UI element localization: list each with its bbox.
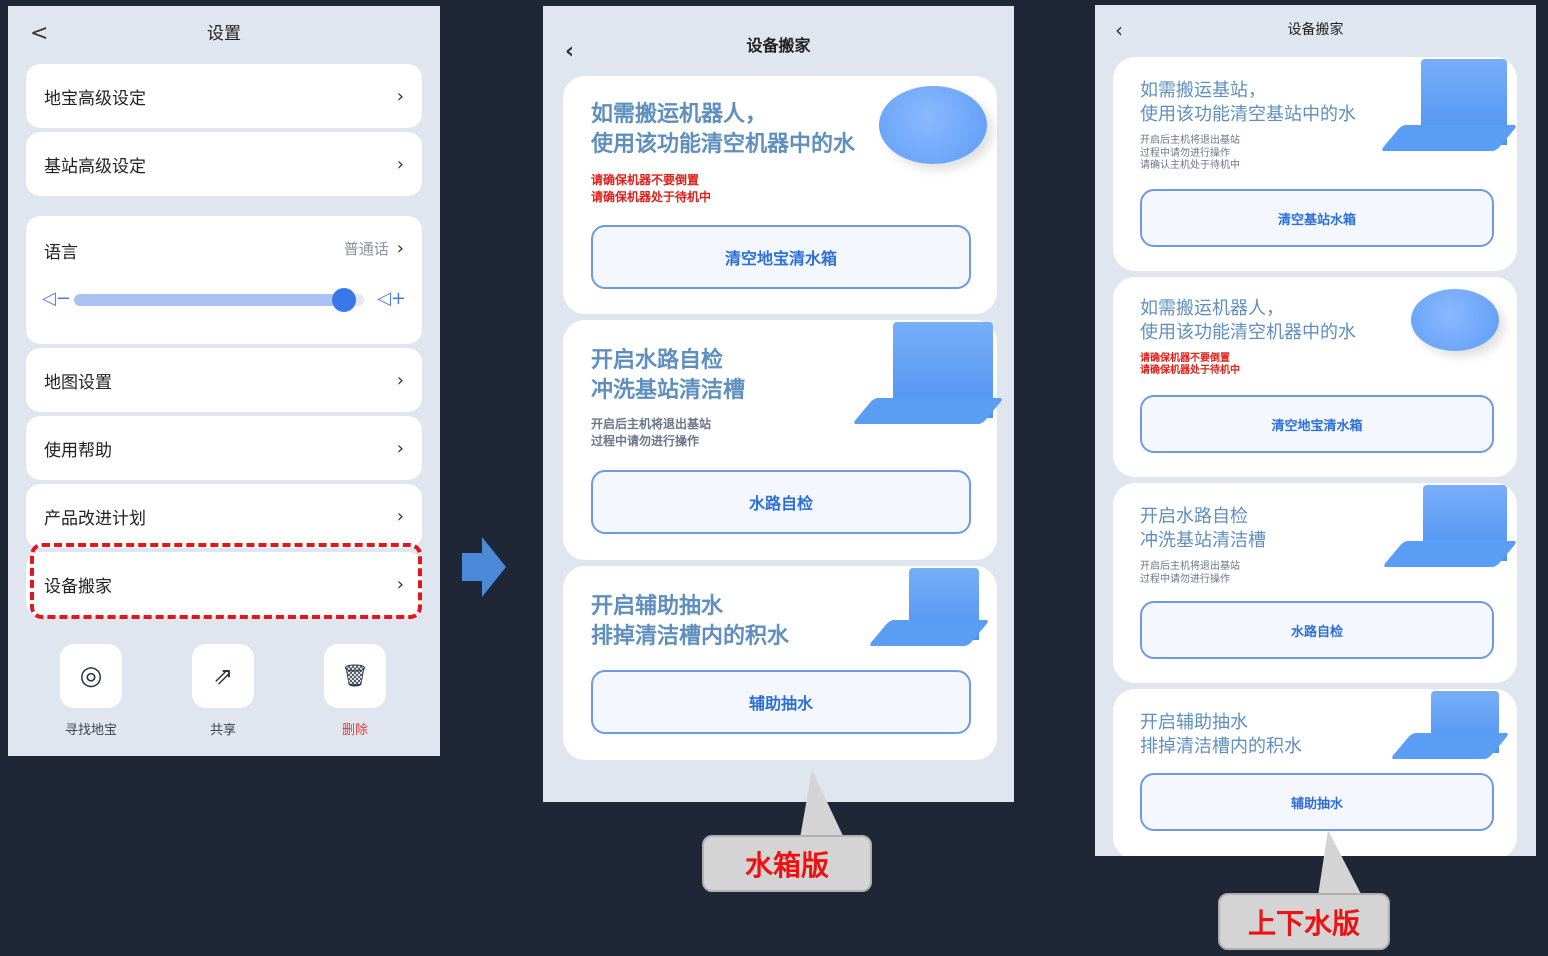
settings-item-station-advanced[interactable]: 基站高级设定 › — [26, 132, 422, 196]
settings-item-help[interactable]: 使用帮助 › — [26, 416, 422, 480]
card-title: 开启辅助抽水 — [1140, 712, 1248, 733]
card-title: 开启辅助抽水 — [591, 594, 724, 619]
share-label: 共享 — [209, 723, 236, 738]
water-check-button[interactable]: 水路自检 — [1140, 601, 1494, 659]
volume-knob[interactable] — [331, 288, 356, 312]
card-title: 排掉清洁槽内的积水 — [591, 623, 790, 649]
back-icon[interactable]: < — [30, 21, 49, 46]
chevron-right-icon: › — [396, 573, 404, 595]
assist-drain-button[interactable]: 辅助抽水 — [1140, 773, 1494, 831]
card-title: 使用该功能清空机器中的水 — [591, 131, 856, 157]
station-image — [893, 322, 993, 418]
card-subtitle: 过程中请勿进行操作 — [1140, 147, 1230, 159]
station-image — [1431, 691, 1499, 753]
card-title: 如需搬运机器人， — [591, 102, 768, 127]
empty-robot-tank-button[interactable]: 清空地宝清水箱 — [591, 225, 971, 289]
nav-bar: ‹ 设备搬家 — [543, 6, 1014, 76]
card-title: 如需搬运机器人， — [1140, 298, 1284, 319]
tank-version-callout: 水箱版 — [702, 835, 872, 892]
card-title: 使用该功能清空基站中的水 — [1140, 104, 1356, 126]
card-empty-station: 如需搬运基站， 使用该功能清空基站中的水 开启后主机将退出基站过程中请勿进行操作请… — [1113, 57, 1517, 271]
chevron-right-icon: › — [396, 505, 404, 527]
card-title: 使用该功能清空机器中的水 — [1140, 322, 1356, 344]
device-move-plumbed-screen: ‹ 设备搬家 如需搬运基站， 使用该功能清空基站中的水 开启后主机将退出基站过程中… — [1095, 5, 1536, 856]
card-assist-drain: 开启辅助抽水排掉清洁槽内的积水 辅助抽水 — [563, 566, 997, 760]
nav-bar: < 设置 — [8, 6, 440, 60]
robot-image — [1411, 289, 1499, 351]
card-empty-robot: 如需搬运机器人， 使用该功能清空机器中的水 请确保机器不要倒置请确保机器处于待机中… — [563, 76, 997, 314]
card-water-check: 开启水路自检冲洗基站清洁槽 开启后主机将退出基站过程中请勿进行操作 水路自检 — [1113, 483, 1517, 683]
language-value: 普通话 — [343, 240, 389, 258]
station-image — [909, 568, 979, 640]
plumbed-version-callout: 上下水版 — [1218, 893, 1390, 950]
item-label: 设备搬家 — [44, 576, 112, 597]
device-move-tank-screen: ‹ 设备搬家 如需搬运机器人， 使用该功能清空机器中的水 请确保机器不要倒置请确保… — [543, 6, 1014, 802]
page-title: 设置 — [207, 24, 241, 44]
card-subtitle: 开启后主机将退出基站 — [591, 417, 712, 431]
find-robot-button[interactable]: ◎ — [60, 644, 122, 708]
chevron-right-icon: › — [396, 153, 404, 175]
card-subtitle: 过程中请勿进行操作 — [591, 433, 700, 448]
item-label: 基站高级设定 — [44, 156, 146, 177]
item-label: 地图设置 — [44, 372, 112, 393]
volume-up-icon[interactable]: ◁+ — [377, 288, 406, 309]
settings-screen: < 设置 地宝高级设定 › 基站高级设定 › 语言 普通话 › ◁− ◁+ 地图设置… — [8, 6, 440, 756]
card-title: 冲洗基站清洁槽 — [591, 377, 746, 403]
delete-button[interactable]: 🗑 — [324, 644, 386, 708]
card-subtitle: 过程中请勿进行操作 — [1140, 573, 1230, 585]
card-assist-drain: 开启辅助抽水排掉清洁槽内的积水 辅助抽水 — [1113, 689, 1517, 856]
station-image — [1421, 59, 1507, 145]
empty-station-tank-button[interactable]: 清空基站水箱 — [1140, 189, 1494, 247]
back-icon[interactable]: ‹ — [1115, 18, 1123, 42]
warning-text: 请确保机器不要倒置 — [591, 173, 700, 187]
nav-bar: ‹ 设备搬家 — [1095, 5, 1536, 57]
item-label: 产品改进计划 — [44, 508, 146, 529]
assist-drain-button[interactable]: 辅助抽水 — [591, 670, 971, 734]
share-icon: ⇗ — [212, 662, 234, 690]
warning-text: 请确保机器处于待机中 — [1140, 365, 1240, 376]
locate-robot-icon: ◎ — [79, 661, 103, 691]
card-subtitle: 请确认主机处于待机中 — [1140, 160, 1240, 171]
find-robot-label: 寻找地宝 — [64, 723, 117, 738]
delete-label: 删除 — [341, 723, 368, 738]
card-title: 排掉清洁槽内的积水 — [1140, 736, 1302, 758]
chevron-right-icon: › — [396, 85, 404, 107]
callout-pointer — [1318, 830, 1362, 896]
page-title: 设备搬家 — [1287, 22, 1344, 38]
warning-text: 请确保机器处于待机中 — [591, 189, 712, 204]
card-title: 开启水路自检 — [591, 348, 724, 373]
empty-robot-tank-button[interactable]: 清空地宝清水箱 — [1140, 395, 1494, 453]
settings-item-language[interactable]: 语言 普通话 › ◁− ◁+ — [26, 216, 422, 344]
chevron-right-icon: › — [396, 437, 404, 459]
chevron-right-icon: › — [396, 369, 404, 391]
card-subtitle: 开启后主机将退出基站 — [1140, 561, 1240, 572]
back-icon[interactable]: ‹ — [565, 39, 575, 64]
settings-item-robot-advanced[interactable]: 地宝高级设定 › — [26, 64, 422, 128]
volume-down-icon[interactable]: ◁− — [42, 288, 71, 309]
volume-fill — [74, 294, 344, 306]
settings-item-improvement[interactable]: 产品改进计划 › — [26, 484, 422, 548]
card-empty-robot: 如需搬运机器人， 使用该功能清空机器中的水 请确保机器不要倒置请确保机器处于待机中… — [1113, 277, 1517, 477]
warning-text: 请确保机器不要倒置 — [1140, 353, 1230, 364]
settings-item-device-move[interactable]: 设备搬家 › — [26, 552, 422, 616]
page-title: 设备搬家 — [746, 36, 811, 55]
card-title: 开启水路自检 — [1140, 506, 1248, 527]
chevron-right-icon: › — [396, 238, 404, 259]
volume-slider[interactable] — [74, 288, 364, 312]
station-image — [1423, 485, 1507, 561]
callout-pointer — [800, 770, 844, 838]
trash-icon: 🗑 — [341, 663, 369, 689]
share-button[interactable]: ⇗ — [192, 644, 254, 708]
item-label: 使用帮助 — [44, 440, 112, 461]
card-title: 如需搬运基站， — [1140, 80, 1266, 101]
item-label: 地宝高级设定 — [44, 88, 146, 109]
card-water-check: 开启水路自检冲洗基站清洁槽 开启后主机将退出基站过程中请勿进行操作 水路自检 — [563, 320, 997, 560]
item-label: 语言 — [44, 243, 78, 263]
card-title: 冲洗基站清洁槽 — [1140, 530, 1266, 552]
robot-image — [879, 86, 987, 164]
highlight-box — [30, 543, 422, 619]
settings-item-map[interactable]: 地图设置 › — [26, 348, 422, 412]
card-subtitle: 开启后主机将退出基站 — [1140, 135, 1240, 146]
water-check-button[interactable]: 水路自检 — [591, 470, 971, 534]
